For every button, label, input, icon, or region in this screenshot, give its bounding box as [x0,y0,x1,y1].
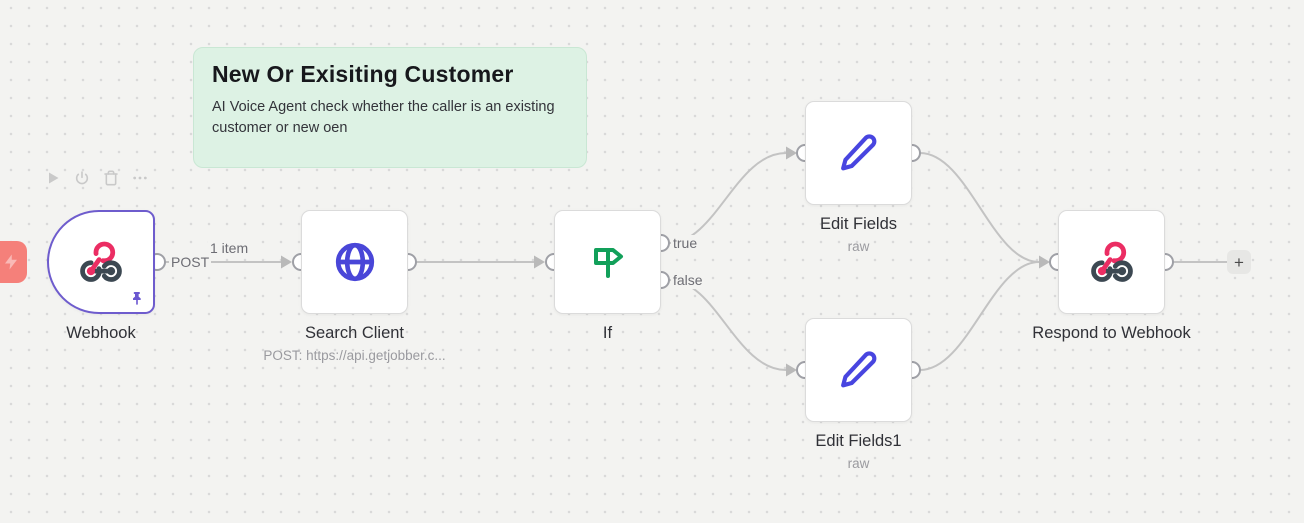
node-if[interactable]: If [554,210,661,342]
edge-editfields1-respond [919,261,1040,371]
power-icon[interactable] [74,170,90,186]
sticky-note-title: New Or Exisiting Customer [212,61,514,87]
node-subtitle-edit-fields1: raw [847,456,870,471]
pencil-icon [840,351,876,388]
webhook-icon [1090,241,1133,282]
node-label-webhook: Webhook [66,324,136,342]
trash-icon[interactable] [103,170,119,186]
node-edit-fields1[interactable]: Edit Fields1 raw [805,318,912,471]
pencil-icon [840,134,876,171]
chat-trigger-button[interactable] [0,241,27,283]
node-respond-to-webhook[interactable]: Respond to Webhook [1032,210,1191,342]
node-subtitle-edit-fields: raw [847,239,870,254]
node-label-search-client: Search Client [304,324,405,342]
node-search-client[interactable]: Search Client POST: https://api.getjobbe… [263,210,446,363]
pin-icon [133,292,141,305]
ellipsis-icon[interactable] [132,170,148,186]
add-node-button[interactable]: + [1227,250,1251,274]
play-icon[interactable] [45,170,61,186]
node-edit-fields[interactable]: Edit Fields raw [805,101,912,254]
sticky-note-body: AI Voice Agent check whether the caller … [212,99,555,136]
lightning-icon [5,254,17,270]
items-count-label: 1 item [208,240,251,257]
edge-arrowheads [281,146,1050,377]
node-label-respond-to-webhook: Respond to Webhook [1032,324,1191,342]
sticky-note[interactable]: New Or Exisiting Customer AI Voice Agent… [193,47,587,168]
webhook-method-label: POST [169,254,212,271]
if-true-label: true [671,235,700,252]
node-label-if: If [602,324,613,342]
webhook-icon [80,241,122,282]
if-false-label: false [671,272,705,289]
node-subtitle-search-client: POST: https://api.getjobber.c... [263,348,446,363]
signpost-icon [593,248,623,278]
edge-editfields-respond [919,152,1040,263]
node-toolbar [45,170,148,186]
edge-if-true-editfields [668,152,787,244]
node-webhook[interactable]: Webhook [47,210,155,342]
globe-icon [335,242,374,282]
node-label-edit-fields1: Edit Fields1 [815,432,902,450]
edge-if-false-editfields1 [668,279,787,371]
node-label-edit-fields: Edit Fields [819,215,898,233]
